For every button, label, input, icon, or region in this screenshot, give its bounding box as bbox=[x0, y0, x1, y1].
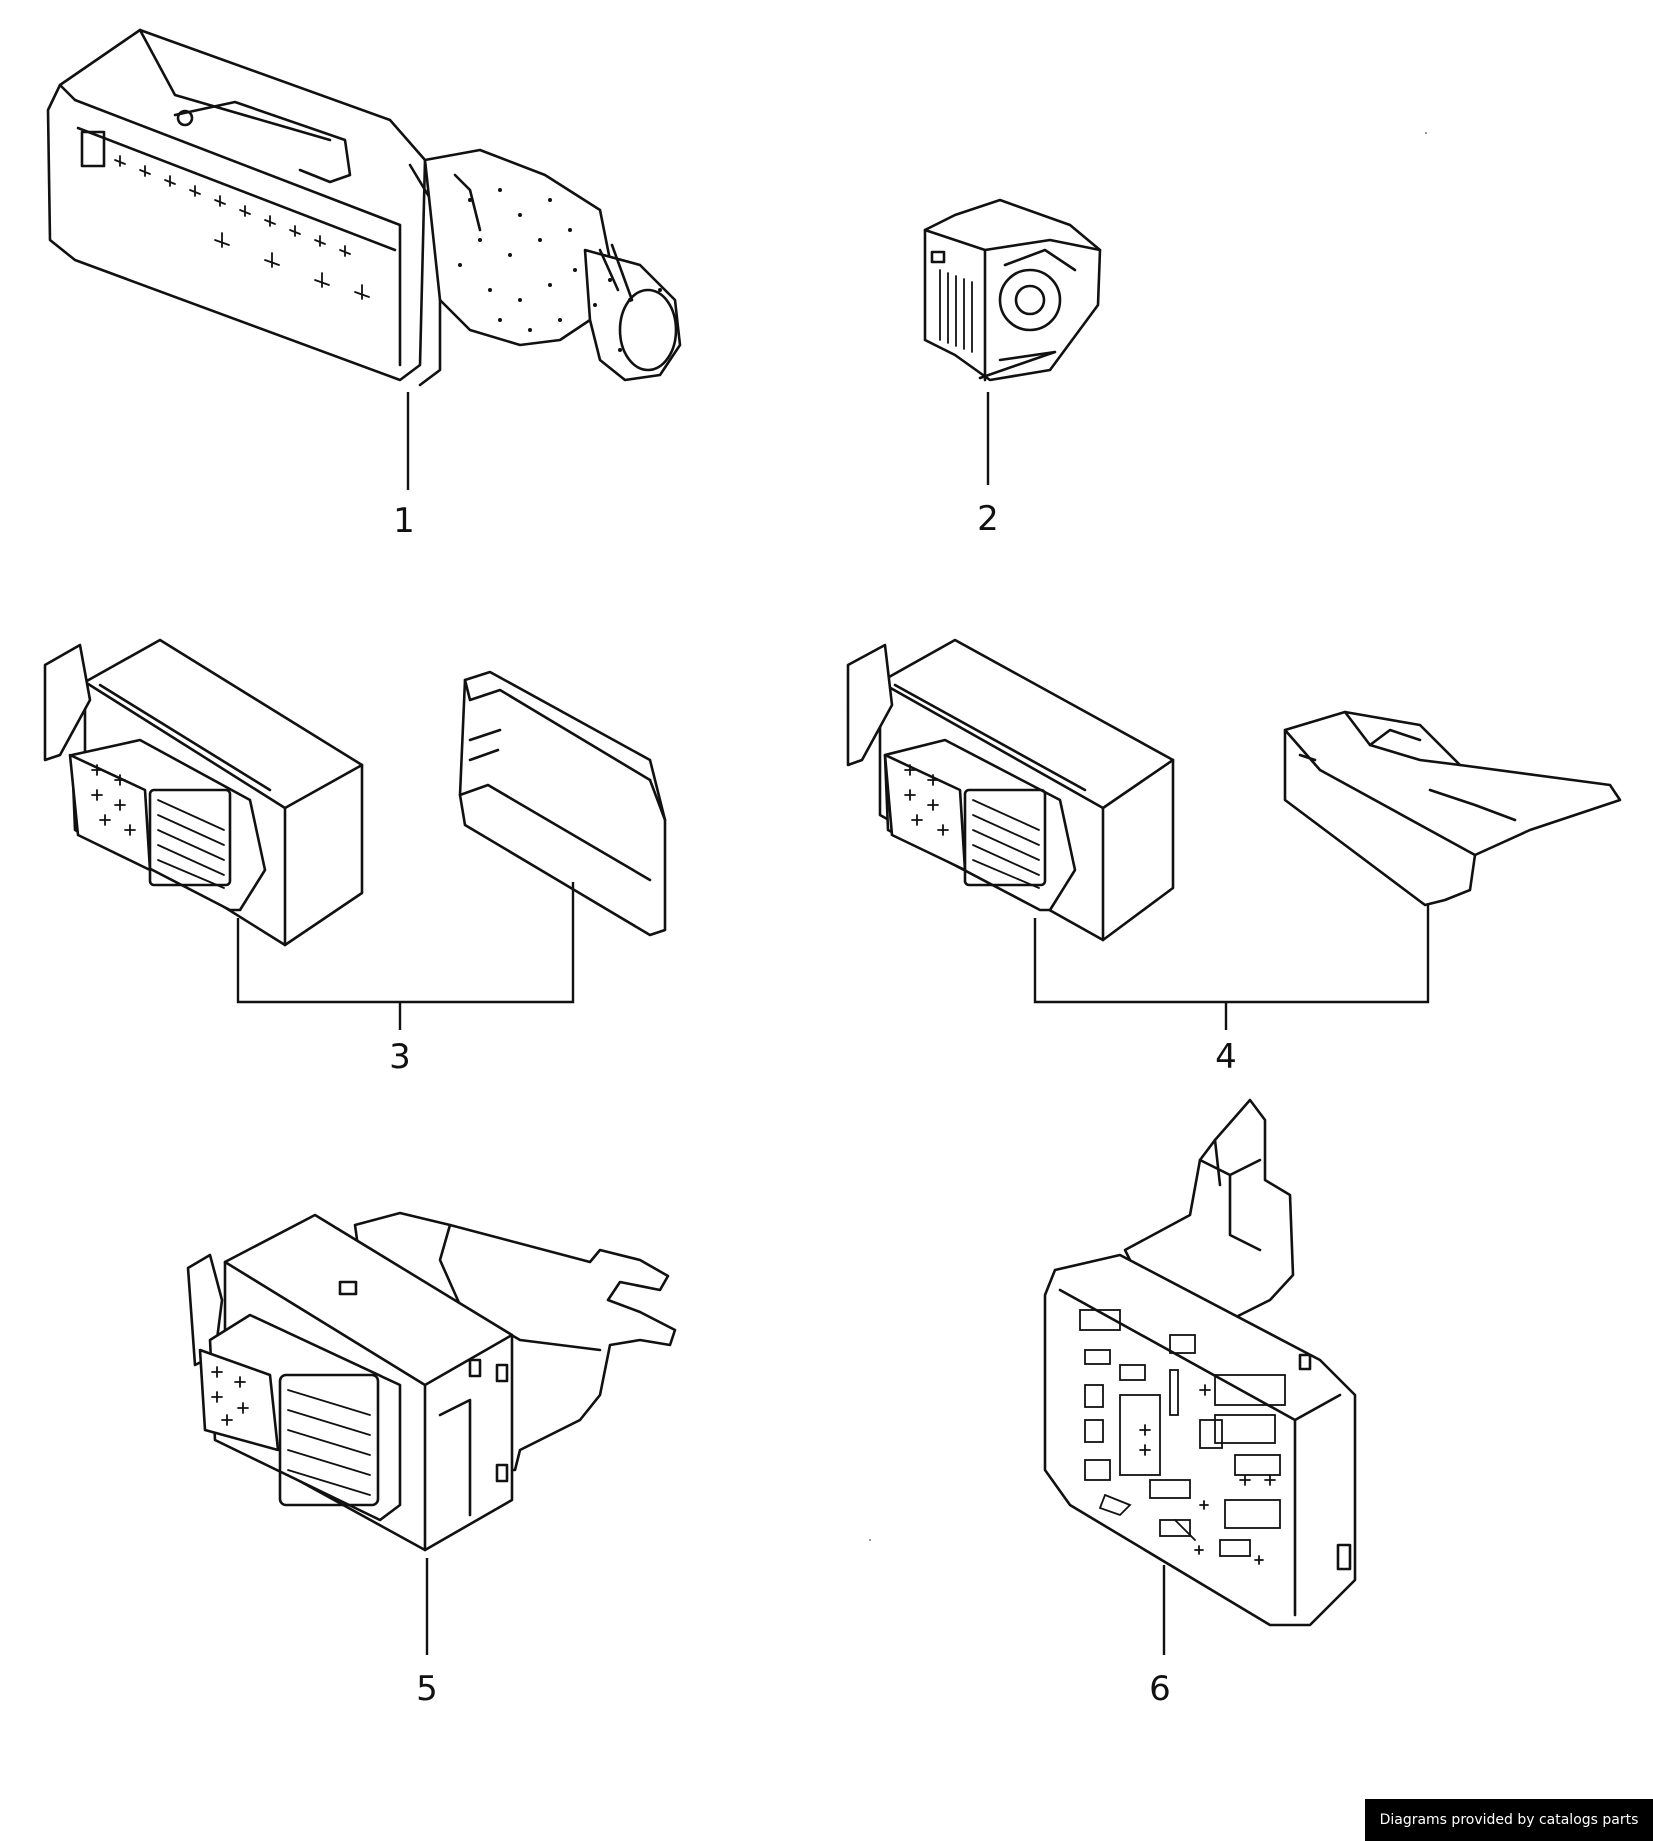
credit-banner[interactable]: Diagrams provided by catalogs parts bbox=[1365, 1799, 1653, 1841]
part-3-connector-housing[interactable] bbox=[43, 638, 364, 947]
part-label-2[interactable]: 2 bbox=[977, 499, 999, 539]
leader-line-3 bbox=[236, 882, 575, 1030]
part-label-3[interactable]: 3 bbox=[389, 1037, 411, 1077]
speck bbox=[1425, 132, 1427, 134]
part-label-6[interactable]: 6 bbox=[1149, 1669, 1171, 1709]
part-label-4[interactable]: 4 bbox=[1215, 1037, 1237, 1077]
part-2-connector[interactable] bbox=[923, 198, 1102, 382]
part-4-connector-housing[interactable] bbox=[846, 638, 1175, 942]
part-5-connector[interactable] bbox=[186, 1211, 677, 1552]
leader-line-4 bbox=[1033, 905, 1430, 1030]
part-6-relay-carrier[interactable] bbox=[1043, 1098, 1357, 1627]
speck bbox=[869, 1539, 871, 1541]
part-3-cover[interactable] bbox=[458, 670, 667, 937]
part-label-5[interactable]: 5 bbox=[416, 1669, 438, 1709]
part-label-1[interactable]: 1 bbox=[393, 501, 415, 541]
part-4-shroud[interactable] bbox=[1283, 710, 1622, 907]
part-1-connector[interactable] bbox=[46, 28, 682, 387]
